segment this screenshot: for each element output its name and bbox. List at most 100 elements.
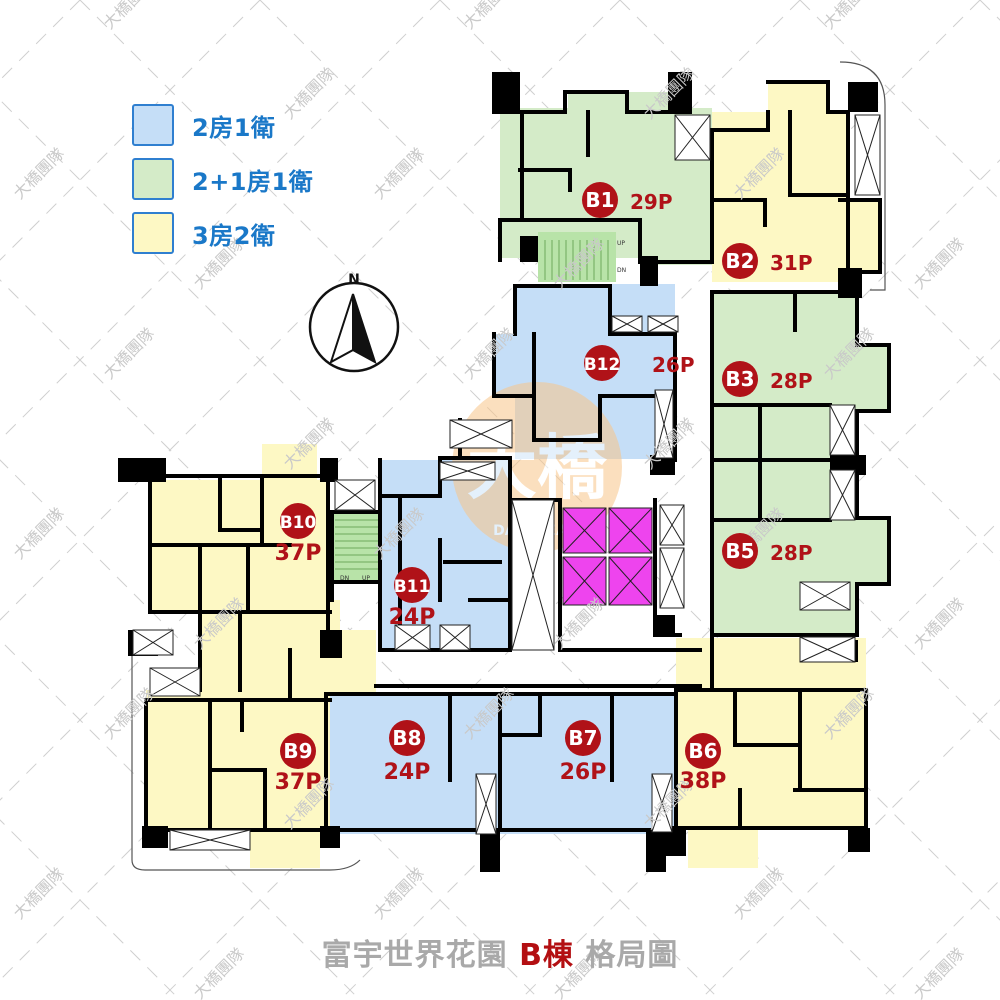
- legend-label: 3房2衛: [192, 221, 276, 250]
- watermark-text: 大橋團隊: [819, 0, 878, 33]
- shaft: [651, 773, 673, 833]
- watermark-text: 大橋團隊: [909, 594, 968, 653]
- column: [655, 615, 675, 635]
- watermark-text: 大橋團隊: [9, 144, 68, 203]
- legend-label: 2房1衛: [192, 113, 276, 142]
- watermark-text: 大橋團隊: [729, 864, 788, 923]
- unit-size: 31P: [770, 251, 813, 275]
- unit-badge: [685, 733, 721, 769]
- watermark-line: [439, 0, 1000, 561]
- stair-left-up-label: UP: [362, 575, 370, 582]
- unit-size: 38P: [680, 769, 727, 794]
- unit-badge: [394, 567, 430, 603]
- elevator-bank: [562, 507, 653, 606]
- unit-id: B1: [585, 188, 614, 212]
- unit-size: 28P: [770, 541, 813, 565]
- shaft: [659, 547, 685, 609]
- elevator-4: [608, 556, 653, 606]
- watermark-text: 大橋團隊: [369, 864, 428, 923]
- watermark-line: [0, 819, 181, 1000]
- column: [142, 826, 168, 848]
- unit-b2-area-3: [846, 200, 880, 272]
- stair-left-down-label: DN: [340, 575, 349, 582]
- column: [848, 828, 870, 852]
- plan-title-building: B棟: [519, 938, 574, 973]
- unit-size: 26P: [560, 760, 607, 785]
- unit-b8-area: [326, 694, 500, 834]
- shaft: [475, 773, 497, 835]
- unit-id: B7: [568, 726, 597, 750]
- unit-id: B8: [392, 726, 421, 750]
- shaft: [611, 315, 643, 333]
- watermark-text: 大橋團隊: [369, 144, 428, 203]
- unit-b6-area: [676, 638, 866, 828]
- watermark-text: 大橋團隊: [9, 504, 68, 563]
- unit-size: 37P: [275, 770, 322, 795]
- unit-size: 29P: [630, 190, 673, 214]
- watermark-text: 大橋團隊: [459, 0, 518, 33]
- plan-title-project: 富宇世界花園: [321, 938, 520, 973]
- legend: 2房1衛 2+1房1衛 3房2衛: [132, 98, 313, 260]
- elevator-2: [608, 507, 653, 554]
- shaft: [394, 624, 431, 651]
- unit-size: 24P: [384, 760, 431, 785]
- column: [848, 82, 878, 112]
- stair-up-label: UP: [617, 240, 625, 247]
- unit-id: B6: [688, 739, 717, 763]
- column: [320, 458, 338, 482]
- unit-b10-area-2: [200, 600, 340, 640]
- building-outline: [131, 61, 886, 871]
- unit-id: B9: [283, 739, 312, 763]
- plan-title-suffix: 格局圖: [573, 938, 679, 973]
- shaft: [829, 404, 856, 456]
- column: [320, 630, 342, 658]
- column: [838, 268, 862, 298]
- unit-b6-area-2: [688, 828, 758, 868]
- unit-size: 26P: [652, 353, 695, 377]
- stair-top-area: [538, 232, 616, 282]
- shaft: [149, 667, 201, 697]
- unit-badge: [722, 361, 758, 397]
- legend-label: 2+1房1衛: [192, 167, 314, 196]
- structural-columns: [118, 72, 878, 872]
- shaft: [439, 624, 471, 651]
- shaft: [659, 504, 685, 546]
- unit-id: B11: [394, 577, 431, 597]
- column: [520, 236, 538, 262]
- shaft: [799, 636, 856, 663]
- unit-badge: [722, 533, 758, 569]
- legend-item-2br1ba: 2房1衛: [132, 98, 313, 152]
- column: [650, 455, 675, 475]
- unit-size: 28P: [770, 369, 813, 393]
- unit-badge: [584, 345, 620, 381]
- service-shafts: [132, 114, 881, 851]
- legend-swatch-3br2ba: [132, 212, 174, 254]
- legend-item-2p1br1ba: 2+1房1衛: [132, 152, 313, 206]
- column: [480, 832, 500, 872]
- column: [640, 256, 658, 286]
- watermark-text: 大橋團隊: [99, 0, 158, 33]
- stair-down-label: DN: [617, 267, 626, 274]
- column: [668, 72, 692, 114]
- legend-swatch-2br1ba: [132, 104, 174, 146]
- shaft: [169, 829, 251, 851]
- unit-b2-area-2: [768, 80, 828, 114]
- shaft: [829, 469, 856, 521]
- shaft: [439, 461, 496, 481]
- watermark-text: 大橋團隊: [99, 324, 158, 383]
- shaft: [799, 581, 851, 611]
- elevator-1: [562, 507, 607, 554]
- unit-badge: [722, 243, 758, 279]
- shaft: [647, 315, 679, 333]
- column: [148, 458, 166, 482]
